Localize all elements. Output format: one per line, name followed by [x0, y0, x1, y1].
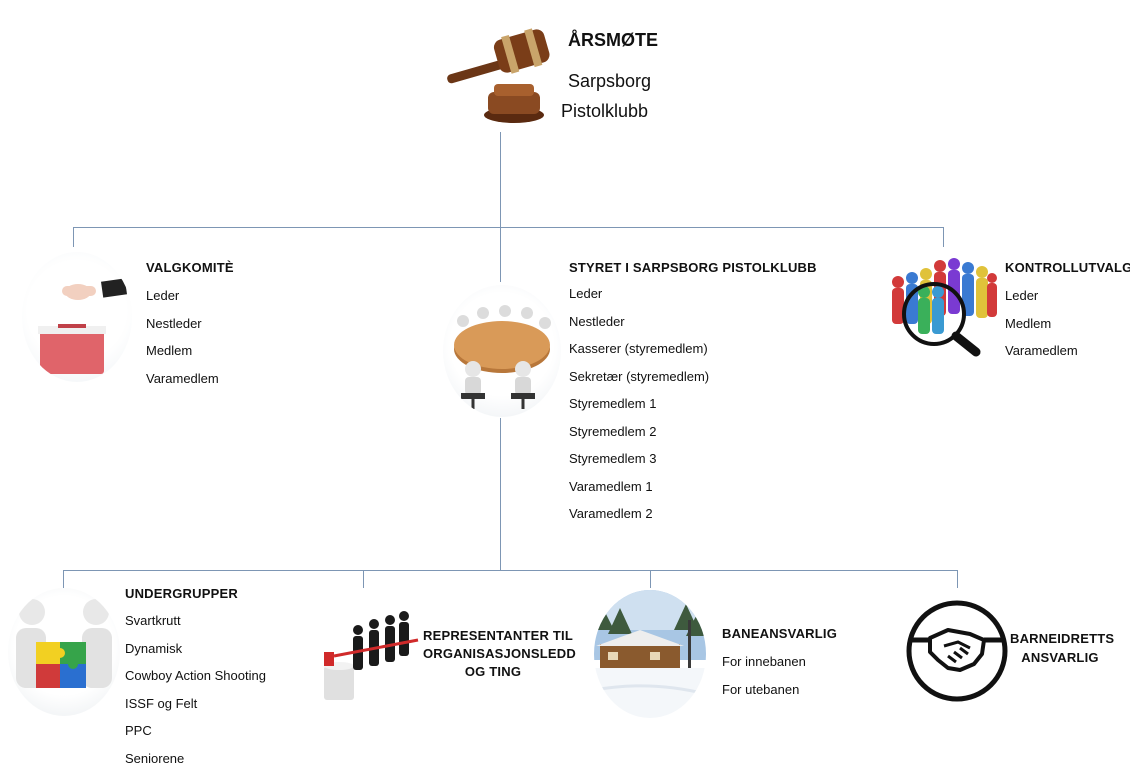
handshake-icon — [904, 598, 1010, 704]
baneansvarlig-item: For innebanen — [722, 648, 806, 676]
connector-top-vertical — [500, 132, 501, 227]
kontrollutvalg-item: Leder — [1005, 282, 1078, 310]
styret-item: Styremedlem 2 — [569, 418, 709, 446]
magnifier-people-icon — [888, 252, 1000, 362]
valgkomite-item: Nestleder — [146, 310, 219, 338]
valgkomite-title: VALGKOMITÈ — [146, 260, 234, 275]
undergrupper-item: PPC — [125, 717, 266, 745]
barneidrett-title-line1: BARNEIDRETTS — [1010, 631, 1110, 646]
undergrupper-item: ISSF og Felt — [125, 690, 266, 718]
connector-kontroll-drop — [943, 227, 944, 247]
undergrupper-title: UNDERGRUPPER — [125, 586, 238, 601]
barneidrett-title-line2: ANSVARLIG — [1010, 650, 1110, 665]
styret-item: Nestleder — [569, 308, 709, 336]
styret-list: Leder Nestleder Kasserer (styremedlem) S… — [569, 280, 709, 528]
undergrupper-item: Seniorene — [125, 745, 266, 772]
meeting-table-icon — [443, 285, 561, 417]
connector-representanter-drop — [363, 570, 364, 588]
undergrupper-item: Dynamisk — [125, 635, 266, 663]
undergrupper-item: Svartkrutt — [125, 607, 266, 635]
gavel-icon — [440, 10, 558, 128]
connector-styret-drop — [500, 227, 501, 282]
undergrupper-item: Cowboy Action Shooting — [125, 662, 266, 690]
styret-item: Varamedlem 1 — [569, 473, 709, 501]
valgkomite-item: Varamedlem — [146, 365, 219, 393]
styret-item: Styremedlem 1 — [569, 390, 709, 418]
kontrollutvalg-item: Medlem — [1005, 310, 1078, 338]
styret-item: Kasserer (styremedlem) — [569, 335, 709, 363]
valgkomite-item: Leder — [146, 282, 219, 310]
connector-valgkomite-drop — [73, 227, 74, 247]
undergrupper-list: Svartkrutt Dynamisk Cowboy Action Shooti… — [125, 607, 266, 772]
kontrollutvalg-list: Leder Medlem Varamedlem — [1005, 282, 1078, 365]
styret-item: Leder — [569, 280, 709, 308]
valgkomite-item: Medlem — [146, 337, 219, 365]
arsmote-line2: Pistolklubb — [561, 97, 648, 125]
connector-mid-vertical — [500, 418, 501, 570]
styret-item: Varamedlem 2 — [569, 500, 709, 528]
valgkomite-list: Leder Nestleder Medlem Varamedlem — [146, 282, 219, 392]
representanter-title-line1: REPRESENTANTER TIL — [423, 628, 573, 643]
representanter-title-line3: OG TING — [423, 664, 563, 679]
baneansvarlig-list: For innebanen For utebanen — [722, 648, 806, 703]
arsmote-title: ÅRSMØTE — [568, 30, 658, 51]
connector-barneidrett-drop — [957, 570, 958, 588]
kontrollutvalg-title: KONTROLLUTVALG — [1005, 260, 1130, 275]
styret-title: STYRET I SARPSBORG PISTOLKLUBB — [569, 260, 817, 275]
connector-baneansvarlig-drop — [650, 570, 651, 588]
baneansvarlig-item: For utebanen — [722, 676, 806, 704]
connector-undergrupper-drop — [63, 570, 64, 588]
styret-item: Styremedlem 3 — [569, 445, 709, 473]
voting-queue-icon — [318, 604, 423, 709]
styret-item: Sekretær (styremedlem) — [569, 363, 709, 391]
ballot-box-icon — [22, 252, 132, 382]
kontrollutvalg-item: Varamedlem — [1005, 337, 1078, 365]
winter-range-icon — [594, 590, 706, 718]
puzzle-people-icon — [8, 588, 120, 716]
representanter-title-line2: ORGANISASJONSLEDD — [423, 646, 576, 661]
connector-level2-horizontal — [63, 570, 957, 571]
arsmote-line1: Sarpsborg — [568, 67, 651, 95]
connector-level1-horizontal — [73, 227, 943, 228]
baneansvarlig-title: BANEANSVARLIG — [722, 626, 837, 641]
